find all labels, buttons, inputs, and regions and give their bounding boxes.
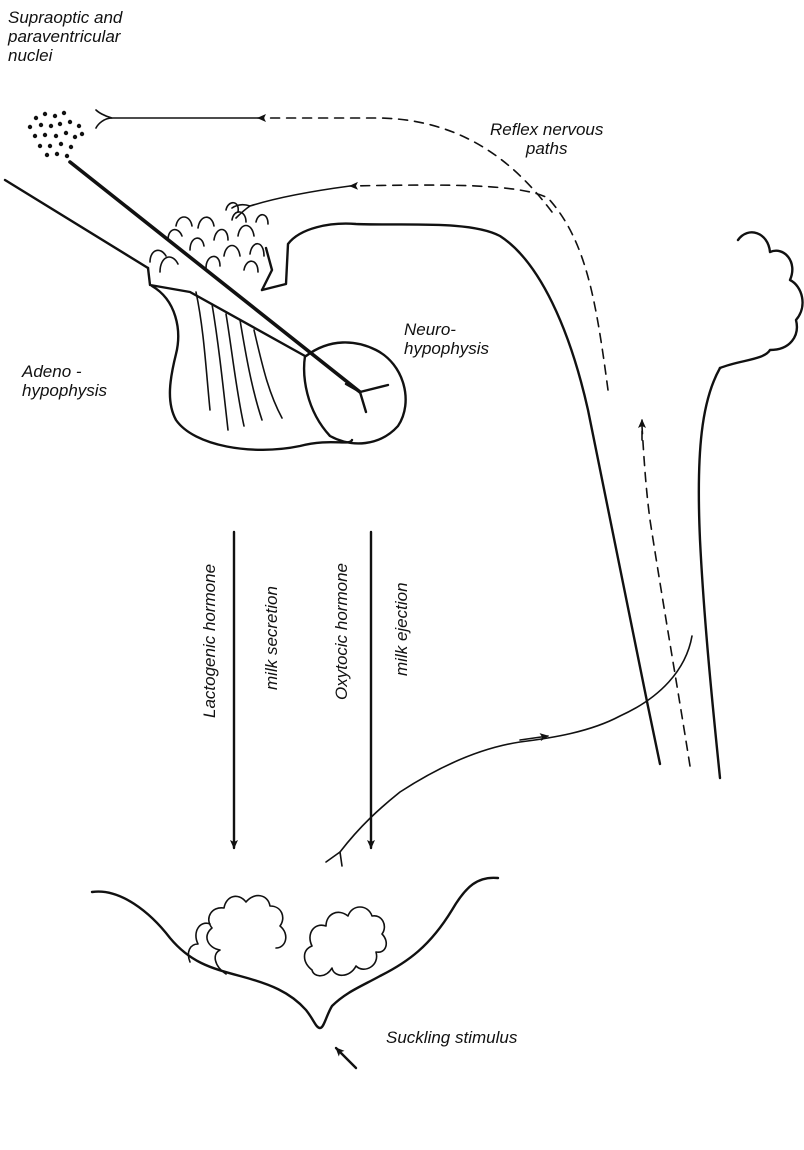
label-oxytocic-hormone: Oxytocic hormone: [332, 563, 351, 700]
hypothalamus-nerve-terminal: [232, 186, 350, 218]
label-suckling-stimulus: Suckling stimulus: [386, 1028, 517, 1047]
alveoli-cluster-right: [305, 907, 387, 976]
label-reflex: Reflex nervous paths: [490, 120, 603, 158]
label-adeno-line-1: Adeno -: [22, 362, 107, 381]
nuclei-cluster: [28, 111, 84, 158]
nuclei-nerve-terminal: [96, 110, 258, 128]
suckling-arrow: [336, 1048, 356, 1068]
label-adeno-line-2: hypophysis: [22, 381, 107, 400]
label-milk-secretion: milk secretion: [262, 586, 281, 690]
hypothalamic-fibres: [150, 203, 268, 272]
afferent-terminal: [326, 852, 342, 866]
adeno-upper-wall: [148, 268, 305, 356]
label-nuclei: Supraoptic and paraventricular nuclei: [8, 8, 122, 65]
label-neuro-line-1: Neuro-: [404, 320, 489, 339]
label-milk-ejection: milk ejection: [392, 582, 411, 676]
brain-lobe: [720, 232, 803, 368]
label-nuclei-line-2: paraventricular: [8, 27, 122, 46]
label-neurohypophysis: Neuro- hypophysis: [404, 320, 489, 358]
label-adenohypophysis: Adeno - hypophysis: [22, 362, 107, 400]
mammary-gland-outline: [92, 878, 498, 1028]
adeno-vessels: [196, 292, 282, 430]
axon-terminal-fork: [346, 384, 388, 412]
brain-floor-line: [5, 180, 148, 268]
alveoli-cluster-left: [207, 896, 286, 974]
hypothalamic-wall: [262, 224, 660, 764]
label-reflex-line-1: Reflex nervous: [490, 120, 603, 139]
spinal-cord-right-wall: [699, 368, 720, 778]
label-lactogenic-hormone: Lactogenic hormone: [200, 564, 219, 718]
label-nuclei-line-3: nuclei: [8, 46, 122, 65]
neural-stalk-axon: [70, 162, 360, 392]
label-nuclei-line-1: Supraoptic and: [8, 8, 122, 27]
label-neuro-line-2: hypophysis: [404, 339, 489, 358]
label-reflex-line-2: paths: [490, 139, 603, 158]
